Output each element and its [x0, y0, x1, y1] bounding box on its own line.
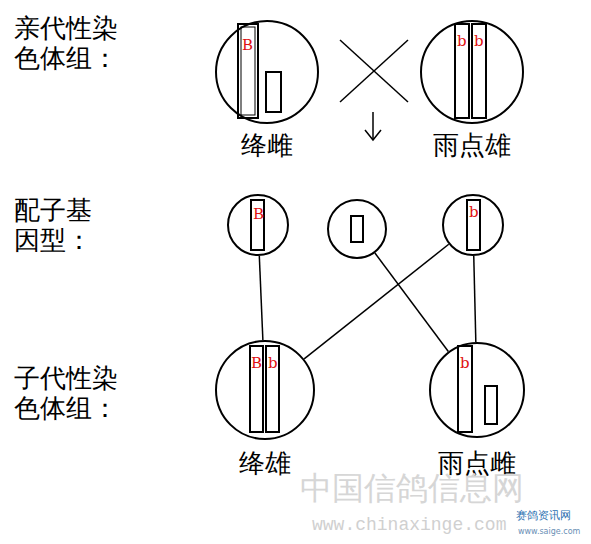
- gene-letter: b: [268, 356, 278, 371]
- chromosome-circle: Bb绛雄: [215, 340, 315, 440]
- gene-letter: b: [457, 34, 467, 49]
- chromosome-circle: b: [442, 194, 504, 256]
- chromosome-circle: B绛雌: [215, 20, 319, 124]
- phenotype-label: 绛雌: [241, 132, 293, 158]
- watermark-url: www.saige.com: [518, 528, 580, 536]
- chromosome-circle: B: [227, 194, 289, 256]
- gene-letter: B: [253, 207, 264, 222]
- inheritance-line: [375, 253, 448, 351]
- gene-letter: b: [469, 205, 479, 220]
- chromosome-circle: [327, 199, 387, 259]
- inheritance-line: [304, 244, 449, 359]
- watermark: www.chinaxinge.com: [312, 516, 506, 534]
- phenotype-label: 绛雄: [239, 450, 291, 476]
- gene-letter: b: [460, 356, 470, 371]
- chromosomes: [238, 24, 497, 432]
- gene-letter: B: [242, 38, 253, 53]
- inheritance-line: [259, 256, 263, 340]
- watermark: 中国信鸽信息网: [300, 472, 524, 504]
- gene-letter: B: [251, 356, 262, 371]
- chromosome-circle: bb雨点雄: [420, 20, 524, 124]
- cross-symbol: [340, 40, 408, 102]
- watermark-logo: 赛鸽资讯网: [516, 510, 571, 521]
- row-heading: 亲代性染 色体组：: [14, 14, 126, 74]
- row-heading: 配子基 因型：: [14, 196, 126, 256]
- row-heading: 子代性染 色体组：: [14, 364, 126, 424]
- inheritance-line: [474, 256, 476, 342]
- gene-letter: b: [474, 34, 484, 49]
- chromosome-circle: b雨点雌: [429, 342, 525, 438]
- phenotype-label: 雨点雄: [433, 132, 511, 158]
- down-arrow: [365, 112, 381, 140]
